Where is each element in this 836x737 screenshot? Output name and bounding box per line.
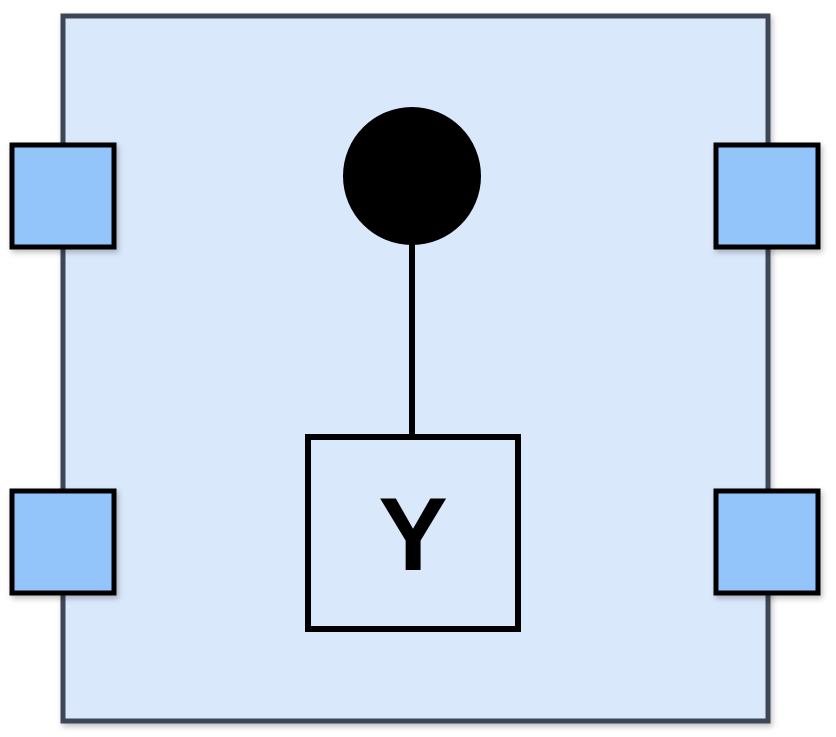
port-right-top[interactable] (713, 142, 821, 250)
port-right-bottom[interactable] (713, 488, 821, 596)
port-left-bottom[interactable] (9, 488, 117, 596)
gate-label: Y (378, 477, 447, 593)
port-left-top[interactable] (9, 142, 117, 250)
control-dot[interactable] (343, 107, 481, 245)
gate-y[interactable]: Y (305, 434, 521, 632)
gate-box[interactable] (305, 434, 521, 632)
